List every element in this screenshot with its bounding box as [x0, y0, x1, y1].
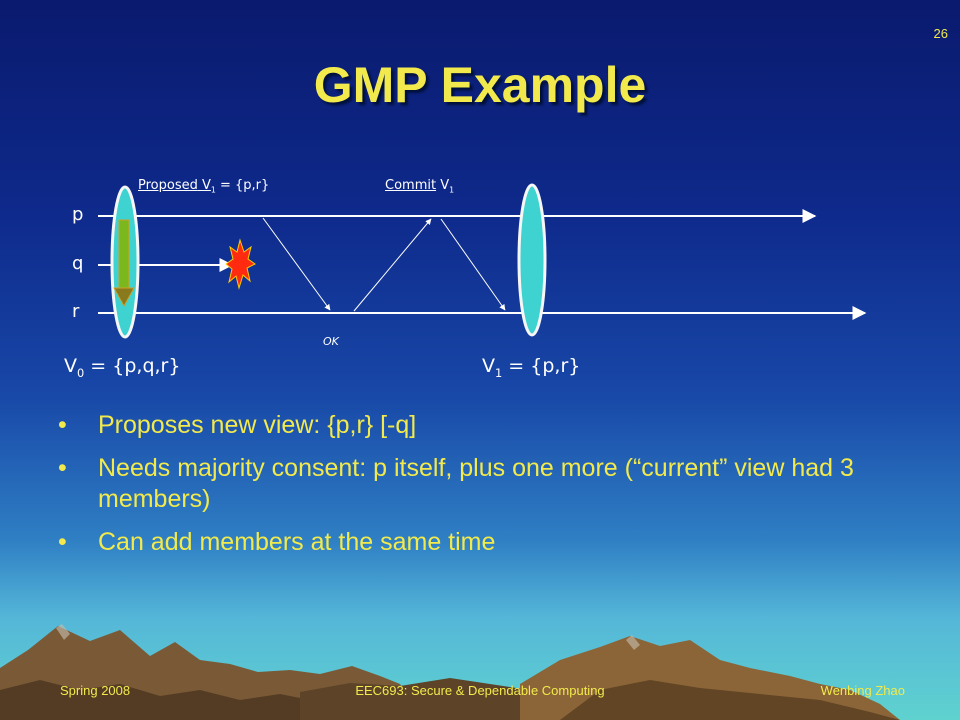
commit-prefix: Commit: [385, 178, 437, 193]
message-commit: [440, 218, 506, 311]
proposed-view-name: V: [197, 178, 211, 193]
bullet-item: • Proposes new view: {p,r} [-q]: [58, 410, 928, 441]
view1-ellipse: [517, 183, 547, 337]
footer-course: EEC693: Secure & Dependable Computing: [355, 683, 605, 698]
proposed-prefix: Proposed: [138, 178, 198, 193]
view0-name: V: [64, 355, 77, 377]
view0-set: = {p,q,r}: [84, 355, 181, 377]
page-number: 26: [933, 26, 948, 41]
slide-title: GMP Example: [313, 57, 647, 113]
footer-semester: Spring 2008: [60, 683, 131, 698]
process-label-q: q: [72, 253, 84, 274]
view0-label: V0 = {p,q,r}: [64, 355, 180, 380]
bullet-text: Proposes new view: {p,r} [-q]: [98, 411, 417, 439]
view1-sub: 1: [495, 365, 503, 380]
bullet-dot: •: [58, 411, 67, 439]
process-label-p: p: [72, 204, 84, 225]
bullet-list: • Proposes new view: {p,r} [-q] • Needs ma…: [58, 410, 928, 570]
ok-label: OK: [323, 335, 339, 348]
commit-view-sub: 1: [449, 185, 455, 195]
message-propose: [262, 217, 331, 311]
crash-icon: [225, 238, 256, 290]
bullet-item: • Can add members at the same time: [58, 527, 928, 558]
bullet-dot: •: [58, 528, 67, 556]
view1-name: V: [482, 355, 495, 377]
view0-sub: 0: [77, 365, 85, 380]
message-ok: [353, 218, 432, 312]
process-label-r: r: [72, 301, 80, 322]
bullet-dot: •: [58, 454, 67, 482]
mountain-range: [0, 624, 900, 720]
view1-label: V1 = {p,r}: [482, 355, 580, 380]
commit-view-label: Commit V1: [385, 178, 454, 195]
proposed-view-sub: 1: [210, 185, 216, 195]
proposed-view-set: = {p,r}: [215, 178, 270, 193]
proposed-view-label: Proposed V1 = {p,r}: [138, 178, 269, 195]
commit-view-name: V: [436, 178, 450, 193]
view-change-arrow: [113, 219, 135, 308]
view1-set: = {p,r}: [502, 355, 581, 377]
bullet-text: Can add members at the same time: [98, 528, 496, 556]
footer-author: Wenbing Zhao: [820, 683, 905, 698]
bullet-text: Needs majority consent: p itself, plus o…: [98, 454, 854, 513]
bullet-item: • Needs majority consent: p itself, plus …: [58, 453, 928, 515]
